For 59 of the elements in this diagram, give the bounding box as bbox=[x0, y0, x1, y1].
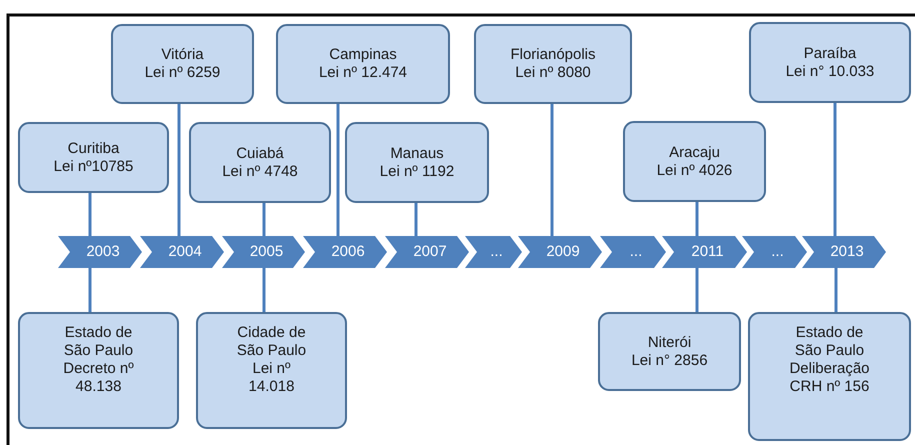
law-text: Lei n° 10.033 bbox=[786, 62, 874, 80]
law-text: Lei nº 6259 bbox=[144, 64, 220, 82]
law-text: Florianópolis bbox=[510, 46, 596, 64]
law-box bbox=[276, 24, 450, 104]
law-text: Deliberação CRH nº 156 bbox=[788, 360, 871, 396]
law-box bbox=[748, 312, 911, 441]
connector-line bbox=[834, 268, 838, 312]
year-label: 2003 bbox=[85, 243, 120, 261]
year-label: 2007 bbox=[412, 243, 447, 261]
law-box bbox=[18, 312, 179, 429]
year-label: 2004 bbox=[167, 243, 202, 261]
connector-line bbox=[88, 268, 92, 312]
connector-line bbox=[262, 268, 266, 312]
connector-line bbox=[696, 202, 698, 236]
year-label: 2005 bbox=[248, 243, 284, 261]
year-label: 2013 bbox=[829, 243, 864, 261]
law-text: Lei nº 12.474 bbox=[318, 64, 408, 82]
law-text: Cuiabá bbox=[236, 144, 284, 162]
law-text: Estado de São Paulo bbox=[794, 324, 866, 360]
connector-line bbox=[262, 203, 266, 236]
law-text: Aracaju bbox=[669, 144, 720, 162]
law-box bbox=[18, 122, 169, 193]
law-box bbox=[345, 122, 489, 203]
law-text: Curitiba bbox=[68, 140, 120, 158]
law-text: Lei nº 14.018 bbox=[248, 360, 296, 396]
law-box bbox=[598, 312, 741, 391]
law-text: Niterói bbox=[648, 334, 692, 352]
law-text: Cidade de São Paulo bbox=[236, 324, 308, 360]
law-box bbox=[623, 121, 766, 202]
law-text: Vitória bbox=[161, 46, 204, 64]
law-box bbox=[111, 24, 254, 104]
connector-line bbox=[336, 104, 340, 236]
year-label: 2011 bbox=[690, 243, 724, 261]
year-label: ... bbox=[628, 243, 642, 261]
law-box bbox=[474, 24, 632, 104]
law-text: Lei nº 4026 bbox=[656, 162, 732, 180]
law-text: Lei n° 2856 bbox=[631, 352, 708, 370]
law-text: Manaus bbox=[390, 144, 444, 162]
connector-line bbox=[834, 103, 836, 236]
law-text: Estado de São Paulo bbox=[62, 324, 134, 360]
connector-line bbox=[696, 268, 698, 312]
law-text: Decreto nº 48.138 bbox=[62, 360, 135, 396]
year-label: ... bbox=[489, 243, 503, 261]
law-text: Campinas bbox=[329, 46, 397, 64]
law-text: Lei nº10785 bbox=[54, 158, 134, 176]
connector-line bbox=[178, 104, 180, 236]
connector-line bbox=[550, 104, 554, 236]
year-label: 2006 bbox=[330, 243, 365, 261]
law-text: Lei nº 4748 bbox=[222, 162, 298, 180]
law-text: Paraíba bbox=[804, 44, 856, 62]
law-box bbox=[749, 22, 911, 103]
year-label: 2009 bbox=[545, 243, 580, 261]
law-text: Lei nº 1192 bbox=[380, 162, 454, 180]
law-box bbox=[189, 122, 331, 203]
law-text: Lei nº 8080 bbox=[515, 64, 591, 82]
connector-line bbox=[414, 203, 418, 236]
connector-line bbox=[88, 193, 92, 236]
law-box bbox=[196, 312, 347, 429]
year-label: ... bbox=[770, 243, 784, 261]
